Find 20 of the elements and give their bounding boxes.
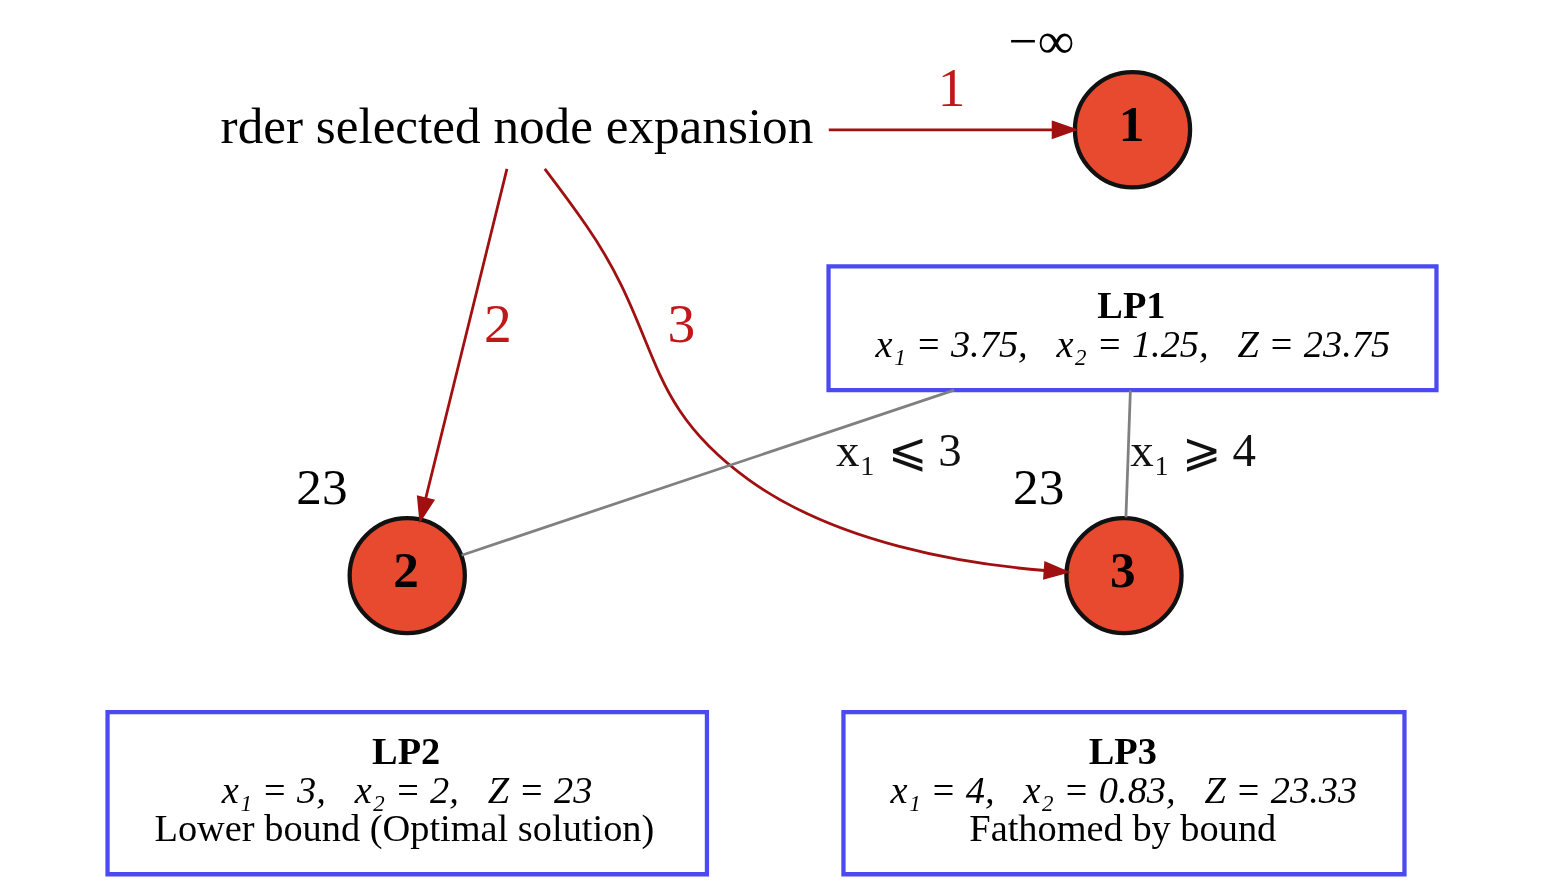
node-box: LP1 x₁ = 3.75, x₂ = 1.25, Z = 23.75: [825, 264, 1439, 393]
edge-label: 2: [483, 292, 512, 354]
node-box: LP2 x₁ = 3, x₂ = 2, Z = 23 Lower bound (Optimal solution): [104, 710, 709, 877]
arrow: [416, 168, 508, 524]
node-box: LP3 x₁ = 4, x₂ = 0.83, Z = 23.33 Fathomed by bound: [840, 710, 1407, 877]
node-label: 23: [1012, 457, 1064, 515]
node-label: 23: [295, 457, 347, 515]
node-circle: 1: [1072, 70, 1192, 190]
node-circle: 2: [347, 515, 467, 636]
connector: [1124, 390, 1132, 518]
arrow: [828, 120, 1079, 140]
node-text: rder selected node expansion: [220, 97, 813, 155]
node-label: −∞: [1008, 11, 1074, 69]
edge-label: x₁ ⩽ 3: [835, 423, 962, 476]
arrow: [543, 168, 1071, 580]
node-circle: 3: [1063, 515, 1184, 636]
edge-label: 1: [937, 56, 966, 118]
edge-label: x₁ ⩾ 4: [1129, 423, 1256, 476]
edge-label: 3: [666, 292, 695, 354]
connector: [460, 388, 955, 557]
